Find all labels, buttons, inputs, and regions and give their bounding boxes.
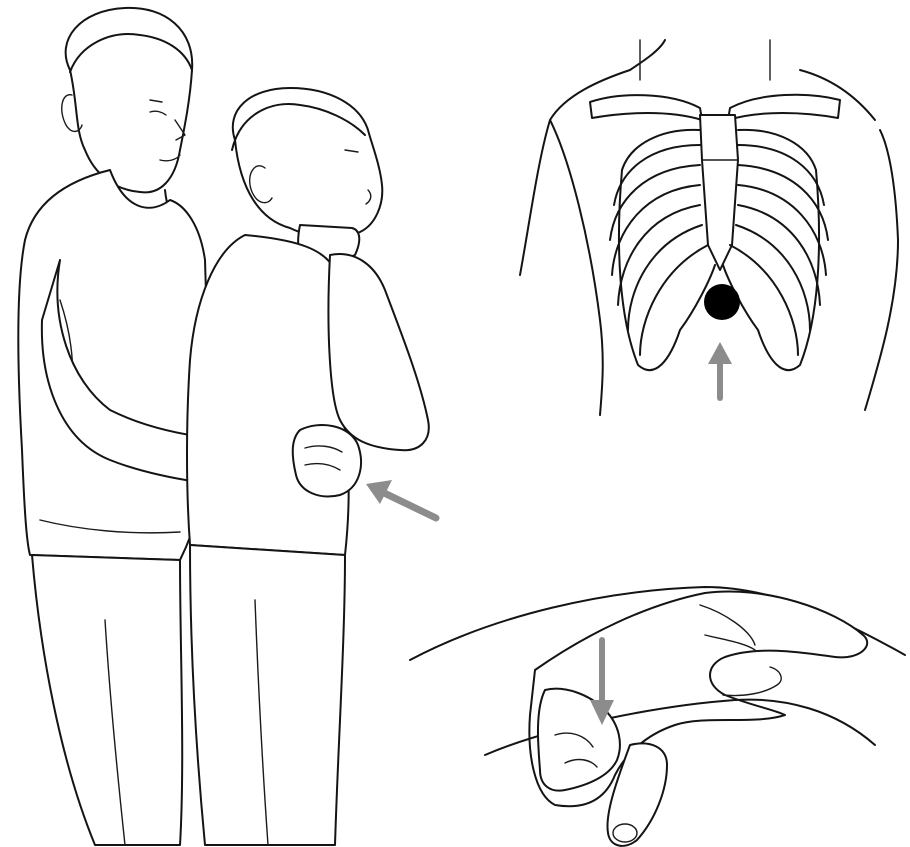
ribcage-diagram-panel bbox=[510, 20, 910, 420]
left-ribs bbox=[610, 130, 715, 370]
target-point-marker bbox=[704, 284, 740, 320]
fist-detail-panel bbox=[405, 535, 910, 847]
upward-thrust-arrow bbox=[708, 342, 732, 398]
heimlich-standing-panel bbox=[0, 0, 470, 847]
rescuer-and-person-drawing bbox=[0, 0, 470, 847]
fist-drawing bbox=[405, 535, 910, 847]
ribcage-drawing bbox=[510, 20, 910, 420]
right-ribs bbox=[723, 130, 828, 370]
choking-person-figure bbox=[187, 88, 429, 845]
thrust-direction-arrow bbox=[366, 480, 436, 518]
